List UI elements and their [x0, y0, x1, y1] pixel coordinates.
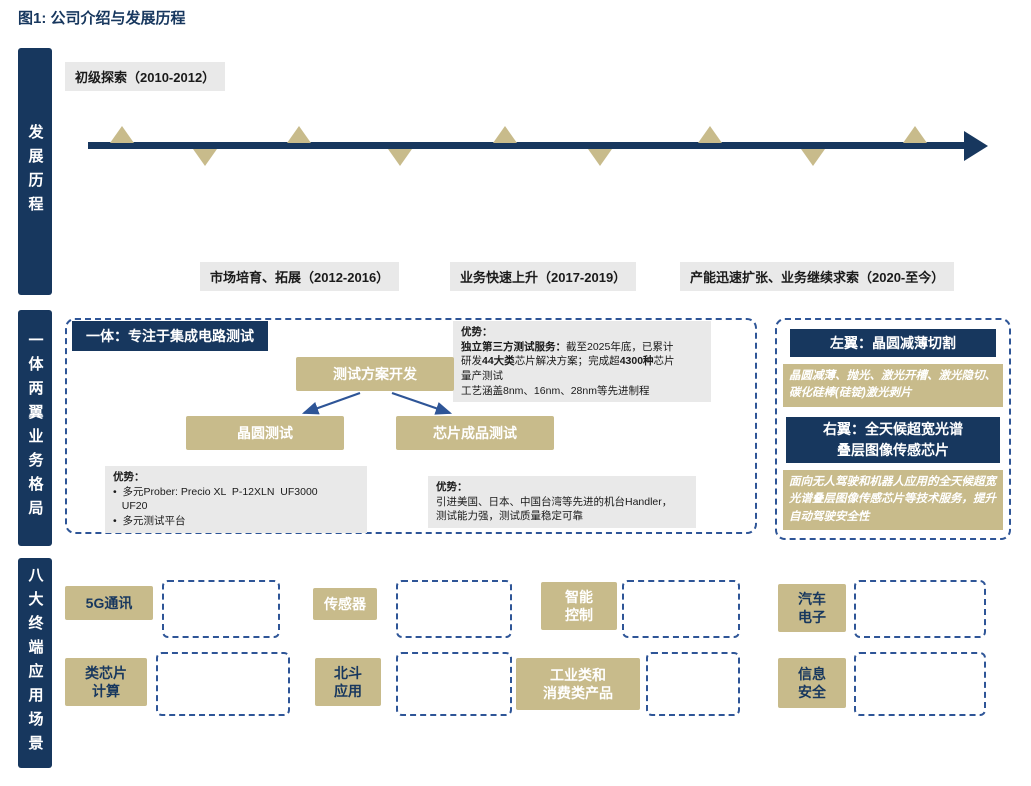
sidebar-applications: 八大终端应用场景: [18, 558, 52, 768]
timeline: [88, 126, 990, 167]
wings-group: 左翼：晶圆减薄切割 晶圆减薄、抛光、激光开槽、激光隐切、碳化硅棒(硅锭)激光剥片…: [775, 318, 1011, 540]
figure-title: 图1: 公司介绍与发展历程: [18, 10, 186, 27]
sidebar-business-layout-label: 一体两翼业务格局: [26, 332, 44, 524]
right-wing-description: 面向无人驾驶和机器人应用的全天候超宽光谱叠层图像传感芯片等技术服务，提升自动驾驶…: [783, 470, 1003, 530]
flow-box-test-solution-development: 测试方案开发: [296, 357, 454, 391]
advantage-handler-machines: 优势：引进美国、日本、中国台湾等先进的机台Handler，测试能力强，测试质量稳…: [428, 476, 696, 529]
timeline-arrowhead-icon: [964, 131, 988, 161]
app-slot-empty-4: [854, 580, 986, 638]
timeline-marker-down-icon: [193, 149, 217, 166]
timeline-marker-up-icon: [698, 126, 722, 143]
phase-label-capacity-expansion: 产能迅速扩张、业务继续求索（2020-至今）: [680, 262, 955, 291]
right-wing-header: 右翼：全天候超宽光谱 叠层图像传感芯片: [786, 417, 1000, 463]
app-box-beidou: 北斗 应用: [315, 658, 381, 706]
timeline-marker-down-icon: [388, 149, 412, 166]
app-slot-empty-3: [622, 580, 740, 638]
timeline-marker-up-icon: [493, 126, 517, 143]
core-business-header: 一体：专注于集成电路测试: [72, 321, 268, 351]
flow-box-chip-final-testing: 芯片成品测试: [396, 416, 554, 450]
flow-box-wafer-testing: 晶圆测试: [186, 416, 344, 450]
timeline-line: [88, 142, 966, 149]
app-slot-empty-7: [646, 652, 740, 716]
sidebar-applications-label: 八大终端应用场景: [26, 567, 44, 759]
timeline-marker-up-icon: [287, 126, 311, 143]
phase-label-rapid-growth: 业务快速上升（2017-2019）: [450, 262, 637, 291]
timeline-marker-up-icon: [903, 126, 927, 143]
advantage-prober-platforms: 优势：• 多元Prober: Precio XL P-12XLN UF3000 …: [105, 466, 367, 533]
app-slot-empty-5: [156, 652, 290, 716]
app-box-automotive: 汽车 电子: [778, 584, 846, 632]
app-box-industrial-consumer: 工业类和 消费类产品: [516, 658, 640, 710]
left-wing-header: 左翼：晶圆减薄切割: [790, 329, 996, 357]
advantage-third-party-testing: 优势：独立第三方测试服务：截至2025年底，已累计研发44大类芯片解决方案；完成…: [453, 321, 711, 403]
app-box-sensor: 传感器: [313, 588, 377, 620]
sidebar-development-history: 发展历程: [18, 48, 52, 295]
phase-label-initial-exploration: 初级探索（2010-2012）: [65, 62, 226, 91]
app-box-chip-computing: 类芯片 计算: [65, 658, 147, 706]
app-box-smart-control: 智能 控制: [541, 582, 617, 630]
timeline-marker-up-icon: [110, 126, 134, 143]
sidebar-business-layout: 一体两翼业务格局: [18, 310, 52, 546]
phase-label-market-cultivation: 市场培育、拓展（2012-2016）: [200, 262, 400, 291]
timeline-marker-down-icon: [801, 149, 825, 166]
app-box-info-security: 信息 安全: [778, 658, 846, 708]
app-slot-empty-2: [396, 580, 512, 638]
flow-arrows: [301, 391, 453, 415]
core-business-group: 一体：专注于集成电路测试 优势：独立第三方测试服务：截至2025年底，已累计研发…: [65, 318, 757, 534]
app-slot-empty-6: [396, 652, 512, 716]
app-slot-empty-1: [162, 580, 280, 638]
sidebar-development-history-label: 发展历程: [26, 123, 44, 220]
app-box-5g-telecom: 5G通讯: [65, 586, 153, 620]
timeline-marker-down-icon: [588, 149, 612, 166]
app-slot-empty-8: [854, 652, 986, 716]
left-wing-description: 晶圆减薄、抛光、激光开槽、激光隐切、碳化硅棒(硅锭)激光剥片: [783, 364, 1003, 407]
